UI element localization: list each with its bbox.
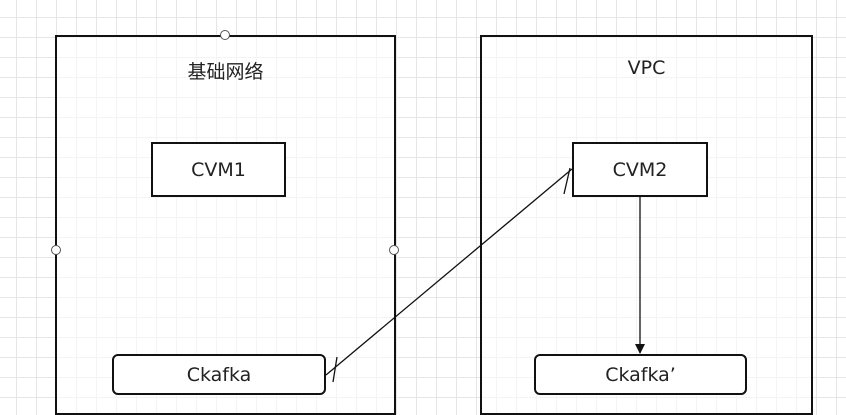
resize-handle-right[interactable] [389, 245, 399, 255]
diagram-canvas: 基础网络 VPC CVM1 Ckafka CVM2 Ckafka’ [51, 30, 813, 415]
ckafka-right-node[interactable]: Ckafka’ [534, 354, 747, 395]
resize-handle-left[interactable] [51, 245, 61, 255]
basic-network-title: 基础网络 [187, 61, 264, 83]
cvm1-node[interactable]: CVM1 [151, 142, 286, 197]
vpc-title: VPC [627, 57, 666, 79]
ckafka-left-node[interactable]: Ckafka [112, 354, 326, 395]
connector-tick-start [332, 356, 338, 383]
connectors-layer [325, 167, 645, 383]
cvm2-node[interactable]: CVM2 [572, 142, 708, 197]
vpc-container[interactable]: VPC [480, 35, 813, 415]
cvm1-label: CVM1 [191, 158, 246, 181]
basic-network-container[interactable]: 基础网络 [55, 35, 396, 415]
connector-tick-end [563, 167, 571, 195]
ckafka-left-label: Ckafka [186, 363, 252, 386]
ckafka-right-label: Ckafka’ [605, 363, 676, 386]
ckafka-to-cvm2-connector[interactable] [325, 168, 573, 376]
resize-handle-top[interactable] [220, 30, 230, 40]
cvm2-label: CVM2 [612, 158, 668, 181]
